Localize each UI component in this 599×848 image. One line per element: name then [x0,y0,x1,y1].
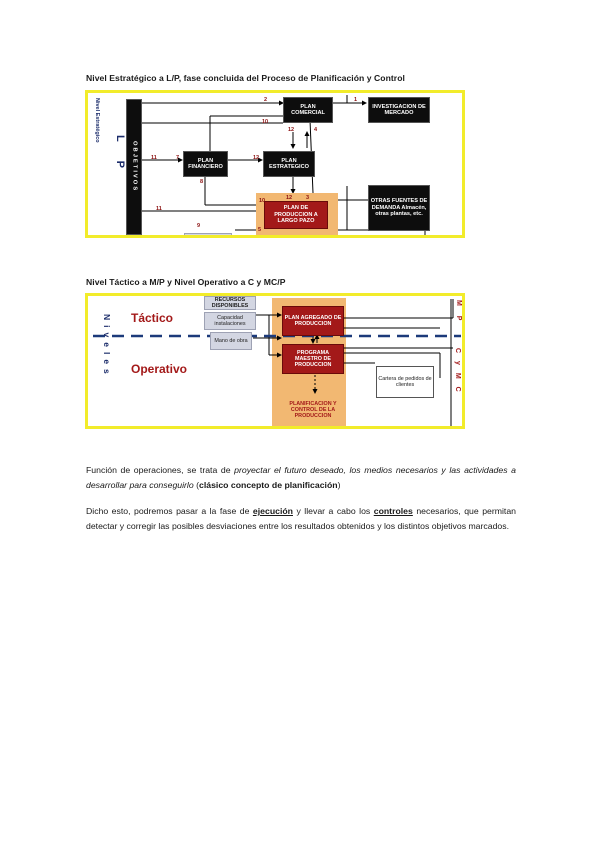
cut-off-box [184,233,232,235]
flow-number: 5 [258,227,262,233]
objetivos-box: OBJETIVOS [126,99,142,235]
plan-comercial-box: PLAN COMERCIAL [283,97,333,123]
flow-number: 7 [176,155,180,161]
mp-vertical-label: M P [455,300,462,325]
plan-produccion-largo-plazo-box: PLAN DE PRODUCCION A LARGO PAZO [264,201,328,229]
nivel-estrategico-vertical-label: Nivel Estratégico [92,98,102,143]
operativo-label: Operativo [131,362,188,376]
flow-number: 11 [151,155,157,161]
recursos-disponibles-box: RECURSOS DISPONIBLES [204,296,256,310]
capacidad-instalaciones-box: Capacidad instalaciones [204,312,256,330]
plan-financiero-box: PLAN FINANCIERO [183,151,228,177]
tactical-arrows [93,299,461,426]
flow-number: 12 [286,195,293,201]
tactical-operative-diagram: Niveles Táctico Operativo RECURSOS DISPO… [85,293,465,429]
flow-number: 12 [288,127,295,133]
tactico-label: Táctico [131,311,174,325]
plan-agregado-produccion-box: PLAN AGREGADO DE PRODUCCION [282,306,344,336]
nivel-estrategico-text: Nivel Estratégico [94,98,101,143]
flow-number: 12 [253,155,260,161]
cymc-vertical-label: C y M C [454,348,461,395]
flow-number: 10 [259,198,266,204]
paragraph-funcion-operaciones: Función de operaciones, se trata de proy… [86,465,516,490]
flow-number: 9 [197,223,201,229]
flow-number: 4 [314,127,318,133]
flow-number: 8 [200,179,204,185]
section1-title: Nivel Estratégico a L/P, fase concluida … [86,73,405,83]
cartera-pedidos-box: Cartera de pedidos de clientes [376,366,434,398]
flow-number: 11 [156,206,162,212]
paragraph-ejecucion-control: Dicho esto, podremos pasar a la fase de … [86,506,516,531]
section2-title: Nivel Táctico a M/P y Nivel Operativo a … [86,277,286,287]
flow-number: 1 [354,97,358,103]
lp-label: L P [114,135,126,176]
flow-number: 3 [306,195,310,201]
flow-number: 10 [262,119,269,125]
niveles-vertical-label: Niveles [102,314,112,379]
otras-fuentes-demanda-box: OTRAS FUENTES DE DEMANDA Almacén, otras … [368,185,430,231]
programa-maestro-produccion-box: PROGRAMA MAESTRO DE PRODUCCION [282,344,344,374]
investigacion-mercado-box: INVESTIGACION DE MERCADO [368,97,430,123]
flow-number: 2 [264,97,268,103]
plan-estrategico-box: PLAN ESTRATEGICO [263,151,315,177]
planificacion-control-produccion-label: PLANIFICACION Y CONTROL DE LA PRODUCCION [289,400,337,420]
strategic-diagram: Nivel Estratégico L P OBJETIVOS PLAN COM… [85,90,465,238]
mano-de-obra-box: Mano de obra [210,332,252,350]
